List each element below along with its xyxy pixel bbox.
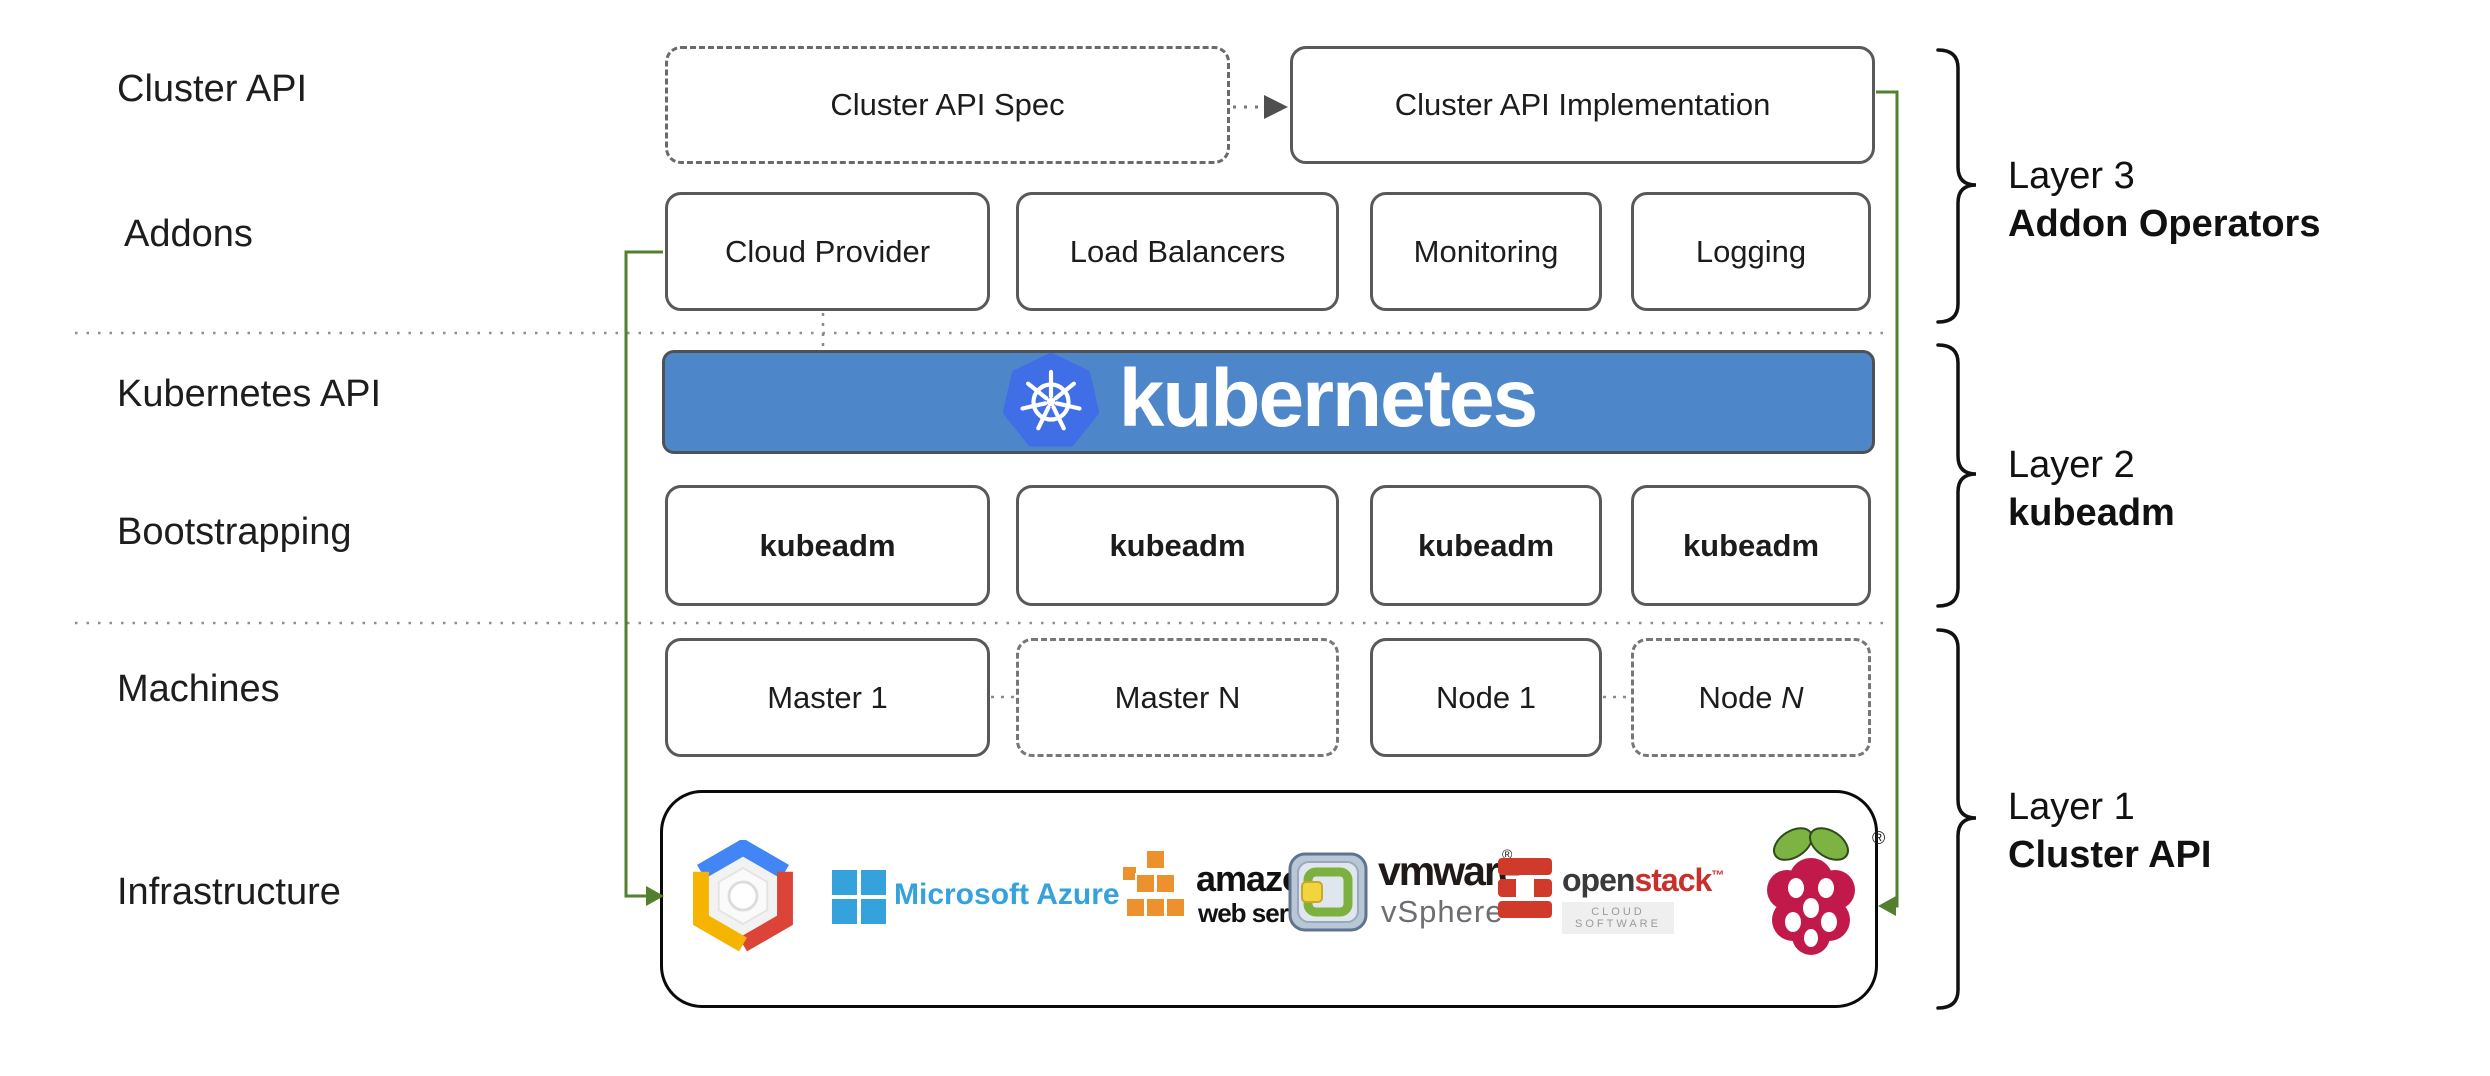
addon-box-logging: Logging xyxy=(1631,192,1871,311)
openstack-logo xyxy=(1498,858,1552,918)
layer-2-label: Layer 2 kubeadm xyxy=(2008,441,2175,537)
microsoft-azure-label: Microsoft Azure xyxy=(894,878,1120,911)
layer-3-title: Layer 3 xyxy=(2008,155,2135,197)
row-label-infrastructure: Infrastructure xyxy=(117,871,341,913)
cluster-api-spec-box: Cluster API Spec xyxy=(665,46,1230,164)
kubernetes-logo-icon xyxy=(1002,352,1099,447)
row-label-addons: Addons xyxy=(124,213,253,255)
machine-box-master-1: Master 1 xyxy=(665,638,990,757)
machine-box-node-n-italic: N xyxy=(1781,679,1804,715)
vmware-label: vmware xyxy=(1378,848,1521,894)
vsphere-label: vSphere xyxy=(1381,894,1504,929)
aws-logo xyxy=(1121,849,1186,918)
raspberry-pi-registered-mark: ® xyxy=(1872,828,1886,848)
microsoft-azure-logo xyxy=(832,870,886,924)
machine-box-node-n: Node N xyxy=(1631,638,1871,757)
row-label-kubernetes-api: Kubernetes API xyxy=(117,373,382,415)
addon-box-cloud-provider: Cloud Provider xyxy=(665,192,990,311)
brace-layer-1 xyxy=(1936,628,1977,1010)
spec-to-implementation-arrowhead xyxy=(1264,95,1288,119)
brace-layer-2 xyxy=(1936,343,1977,608)
machine-box-node-1: Node 1 xyxy=(1370,638,1602,757)
vmware-vsphere-logo xyxy=(1288,852,1368,932)
kubernetes-wordmark: kubernetes xyxy=(1118,353,1539,444)
green-line-left xyxy=(624,250,663,898)
google-cloud-logo xyxy=(693,840,793,952)
openstack-subtitle: CLOUD SOFTWARE xyxy=(1562,902,1674,934)
raspberry-pi-logo xyxy=(1767,827,1855,955)
layer-2-title: Layer 2 xyxy=(2008,444,2135,486)
cluster-api-implementation-box: Cluster API Implementation xyxy=(1290,46,1875,164)
row-label-cluster-api: Cluster API xyxy=(117,68,308,110)
addon-box-monitoring: Monitoring xyxy=(1370,192,1602,311)
row-label-bootstrapping: Bootstrapping xyxy=(117,511,352,553)
addon-box-load-balancers: Load Balancers xyxy=(1016,192,1339,311)
vmware-registered-mark: ® xyxy=(1502,846,1513,862)
row-label-machines: Machines xyxy=(117,668,280,710)
layer-3-label: Layer 3 Addon Operators xyxy=(2008,152,2320,248)
layer-1-title: Layer 1 xyxy=(2008,786,2135,828)
green-line-right xyxy=(1876,90,1899,908)
kubeadm-box-2: kubeadm xyxy=(1016,485,1339,606)
green-arrowhead-right xyxy=(1878,896,1896,916)
kubeadm-box-3: kubeadm xyxy=(1370,485,1602,606)
openstack-label-stack: stack xyxy=(1634,862,1712,898)
openstack-trademark: ™ xyxy=(1711,867,1724,883)
machine-box-node-n-label: Node xyxy=(1698,679,1782,715)
kubeadm-box-4: kubeadm xyxy=(1631,485,1871,606)
layer-2-subtitle: kubeadm xyxy=(2008,492,2175,534)
kubeadm-box-1: kubeadm xyxy=(665,485,990,606)
layer-3-subtitle: Addon Operators xyxy=(2008,203,2321,245)
layer-1-subtitle: Cluster API xyxy=(2008,834,2212,876)
layer-1-label: Layer 1 Cluster API xyxy=(2008,783,2211,879)
openstack-label: openstack™ xyxy=(1562,862,1724,899)
brace-layer-3 xyxy=(1936,48,1977,324)
openstack-label-open: open xyxy=(1562,862,1635,898)
machine-box-master-n: Master N xyxy=(1016,638,1339,757)
kubernetes-banner: kubernetes xyxy=(662,350,1875,454)
